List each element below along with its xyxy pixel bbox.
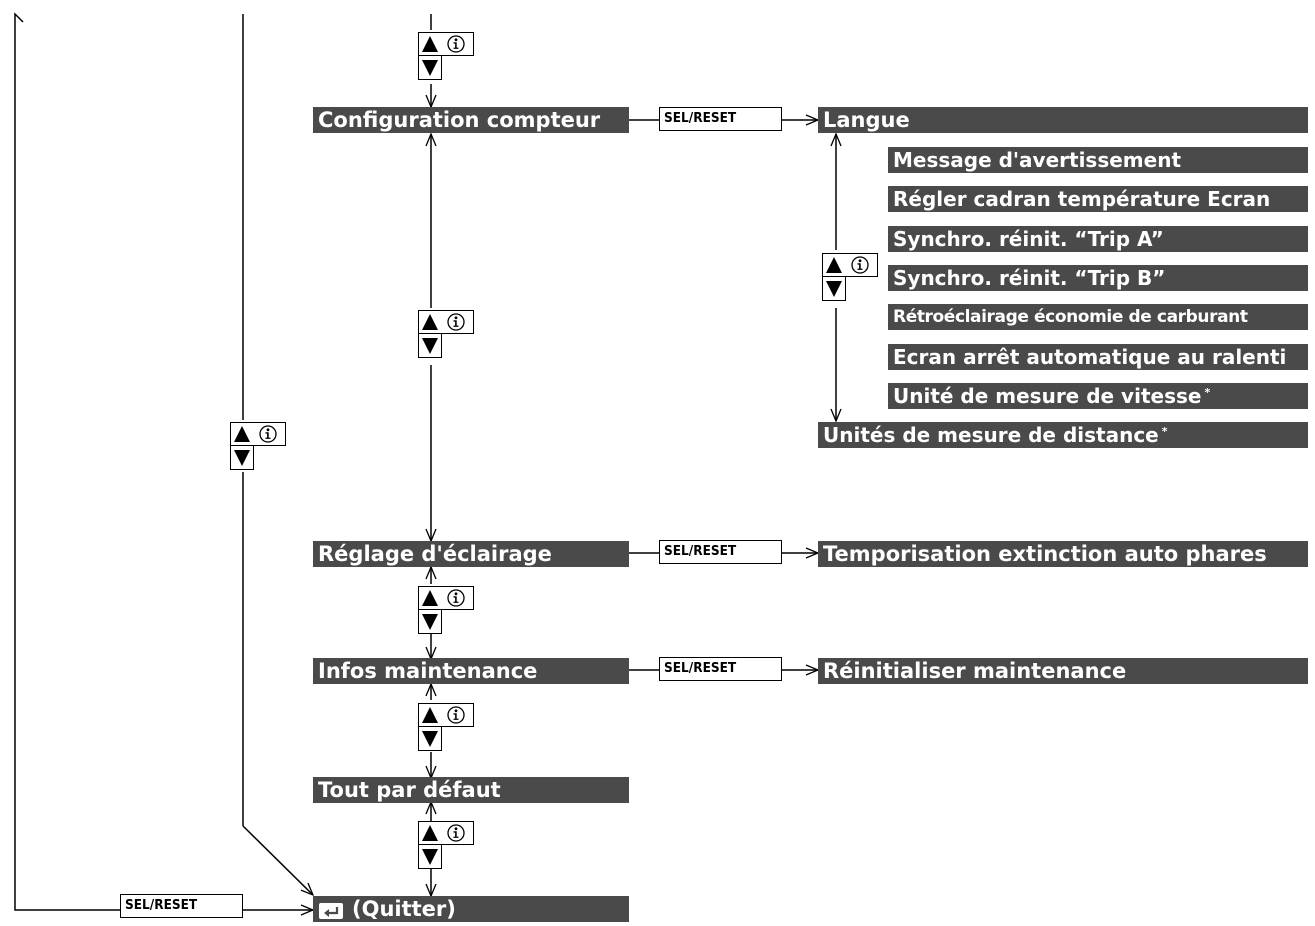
item-fuel-backlight[interactable]: Rétroéclairage économie de carburant: [888, 304, 1308, 330]
info-icon: [447, 824, 465, 842]
up-triangle-icon: [422, 590, 438, 606]
menu-configuration[interactable]: Configuration compteur: [313, 107, 629, 133]
item-reset-maintenance[interactable]: Réinitialiser maintenance: [818, 658, 1308, 684]
info-icon: [447, 35, 465, 53]
menu-quit-label: (Quitter): [352, 897, 456, 921]
item-temperature-dial[interactable]: Régler cadran température Ecran: [888, 186, 1308, 212]
sel-reset-button-configuration[interactable]: SEL/RESET: [659, 107, 782, 131]
loop-diagonal: [242, 825, 313, 895]
item-sync-trip-b[interactable]: Synchro. réinit. “Trip B”: [888, 265, 1308, 291]
down-triangle-icon: [234, 450, 250, 466]
nav-control-lighting[interactable]: [418, 586, 474, 634]
down-triangle-icon: [422, 849, 438, 865]
up-triangle-icon: [422, 36, 438, 52]
item-speed-unit-label: Unité de mesure de vitesse: [893, 384, 1202, 408]
menu-defaults[interactable]: Tout par défaut: [313, 777, 629, 803]
item-idle-stop-screen[interactable]: Ecran arrêt automatique au ralenti: [888, 344, 1308, 370]
menu-maintenance[interactable]: Infos maintenance: [313, 658, 629, 684]
sel-reset-button-lighting[interactable]: SEL/RESET: [659, 540, 782, 564]
item-sync-trip-a[interactable]: Synchro. réinit. “Trip A”: [888, 226, 1308, 252]
up-triangle-icon: [422, 825, 438, 841]
up-triangle-icon: [422, 707, 438, 723]
up-triangle-icon: [826, 257, 842, 273]
item-warning-message[interactable]: Message d'avertissement: [888, 147, 1308, 173]
down-triangle-icon: [422, 731, 438, 747]
up-triangle-icon: [234, 426, 250, 442]
item-distance-unit-label: Unités de mesure de distance: [823, 423, 1159, 447]
down-triangle-icon: [826, 281, 842, 297]
loop-line-outer: [14, 12, 120, 911]
sel-reset-button-quit[interactable]: SEL/RESET: [120, 894, 243, 918]
info-icon: [259, 425, 277, 443]
nav-control-left[interactable]: [230, 422, 286, 470]
item-distance-unit[interactable]: Unités de mesure de distance*: [818, 422, 1308, 448]
nav-control-maintenance[interactable]: [418, 703, 474, 751]
sel-reset-button-maintenance[interactable]: SEL/RESET: [659, 657, 782, 681]
footnote-mark: *: [1161, 425, 1168, 438]
info-icon: [447, 589, 465, 607]
return-icon: [319, 903, 343, 919]
item-headlight-timer[interactable]: Temporisation extinction auto phares: [818, 541, 1308, 567]
nav-control-configuration[interactable]: [822, 253, 878, 301]
down-triangle-icon: [422, 338, 438, 354]
menu-quit[interactable]: (Quitter): [313, 896, 629, 922]
info-icon: [447, 313, 465, 331]
info-icon: [851, 256, 869, 274]
footnote-mark: *: [1204, 386, 1211, 399]
down-triangle-icon: [422, 60, 438, 76]
item-language[interactable]: Langue: [818, 107, 1308, 133]
menu-lighting[interactable]: Réglage d'éclairage: [313, 541, 629, 567]
nav-control-top[interactable]: [418, 32, 474, 80]
info-icon: [447, 706, 465, 724]
item-speed-unit[interactable]: Unité de mesure de vitesse*: [888, 383, 1308, 409]
nav-control-defaults[interactable]: [418, 821, 474, 869]
up-triangle-icon: [422, 314, 438, 330]
nav-control-main[interactable]: [418, 310, 474, 358]
down-triangle-icon: [422, 614, 438, 630]
